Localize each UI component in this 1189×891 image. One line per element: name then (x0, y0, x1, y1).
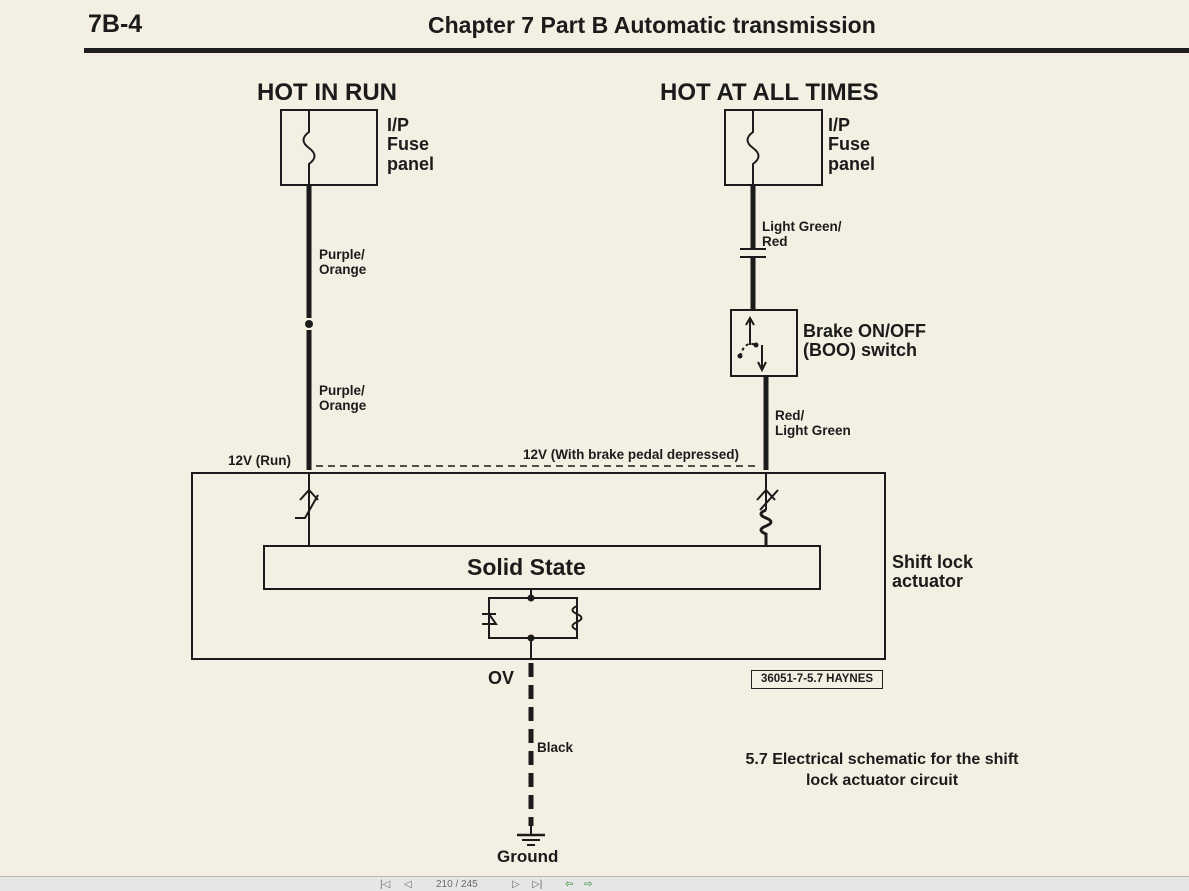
left-source-label: HOT IN RUN (257, 79, 397, 106)
left-fuse-label: I/P Fuse panel (387, 115, 435, 174)
left-fuse-box (280, 109, 378, 186)
ground-label: Ground (497, 847, 559, 866)
splice-point (305, 320, 313, 328)
ground-wire-label: Black (537, 740, 574, 755)
right-source-label: HOT AT ALL TIMES (660, 79, 879, 106)
ground-voltage-label: OV (488, 668, 515, 688)
next-page-icon[interactable]: ▷ (512, 879, 520, 890)
header-rule (84, 48, 1189, 53)
reference-code: 36051-7-5.7 HAYNES (751, 670, 883, 689)
brake-switch-label: Brake ON/OFF (BOO) switch (803, 321, 927, 361)
first-page-icon[interactable]: |◁ (380, 879, 391, 890)
right-wire-bottom-label: Red/ Light Green (775, 408, 851, 438)
right-fuse-icon (746, 125, 760, 170)
actuator-label: Shift lock actuator (892, 552, 974, 592)
solid-state-box (263, 545, 821, 590)
right-voltage-label: 12V (With brake pedal depressed) (523, 447, 739, 462)
right-wire-top-label: Light Green/ Red (762, 219, 842, 249)
left-voltage-label: 12V (Run) (228, 453, 292, 468)
left-wire-top-label: Purple/ Orange (319, 247, 367, 277)
back-icon[interactable]: ⇦ (565, 879, 574, 890)
prev-page-icon[interactable]: ◁ (404, 879, 412, 890)
right-fuse-box (724, 109, 823, 186)
viewer-toolbar: |◁ ◁ 210 / 245 ▷ ▷| ⇦ ⇨ (0, 876, 1189, 891)
left-wire-bottom-label: Purple/ Orange (319, 383, 367, 413)
actuator-box (191, 472, 886, 660)
forward-icon[interactable]: ⇨ (584, 879, 593, 890)
last-page-icon[interactable]: ▷| (532, 879, 543, 890)
left-fuse-icon (302, 125, 316, 170)
chapter-title: Chapter 7 Part B Automatic transmission (428, 12, 876, 38)
page-number: 7B-4 (88, 10, 143, 38)
solid-state-label: Solid State (467, 554, 586, 580)
right-fuse-label: I/P Fuse panel (828, 115, 876, 174)
page-indicator[interactable]: 210 / 245 (436, 879, 478, 890)
figure-caption: 5.7 Electrical schematic for the shift l… (745, 751, 1019, 789)
